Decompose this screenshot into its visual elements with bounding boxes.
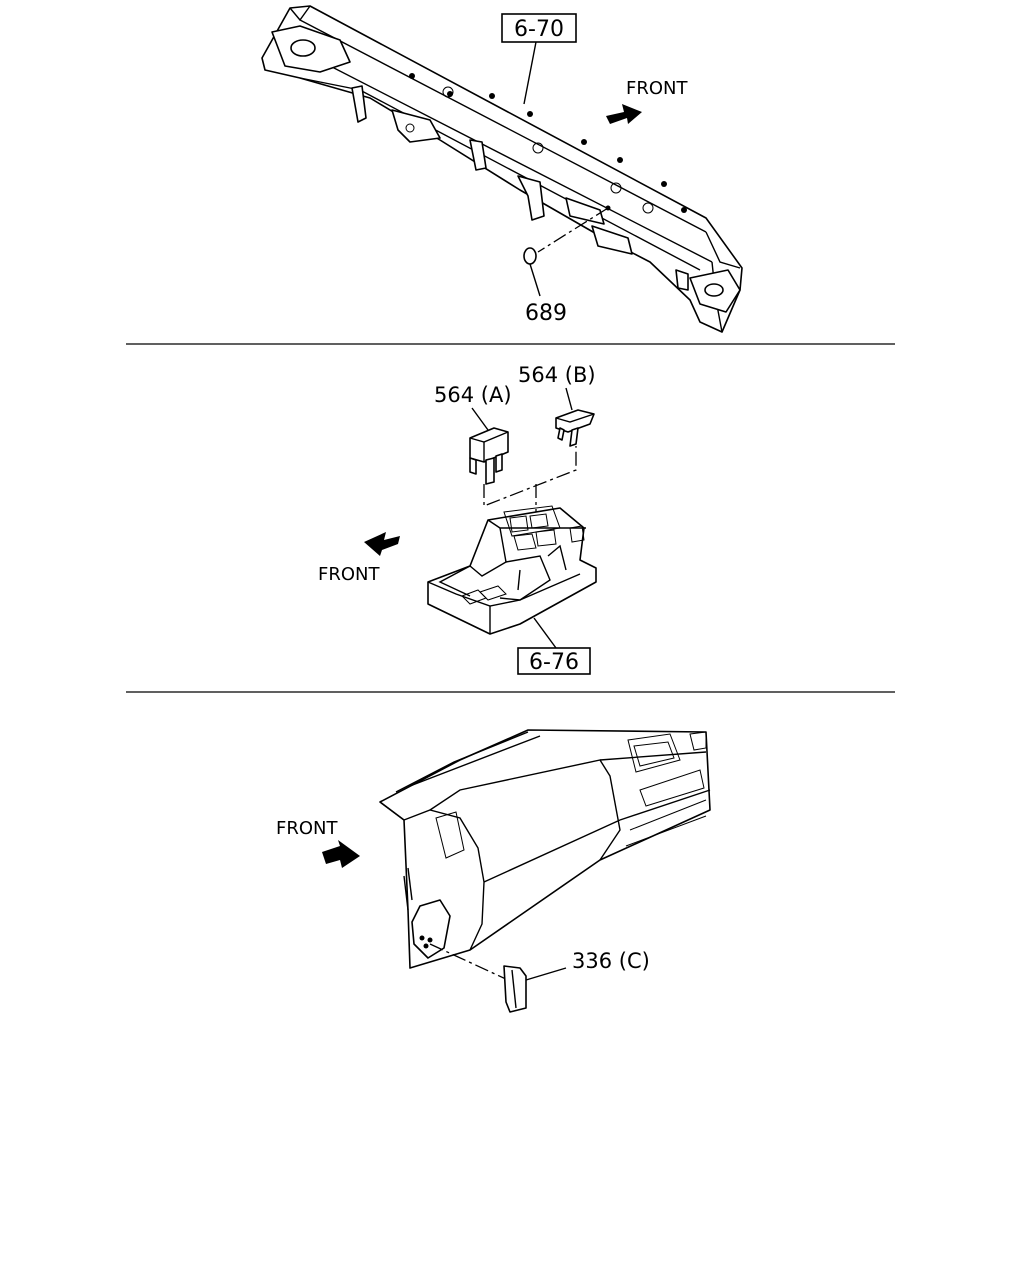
part-label-564a: 564 (A) <box>434 383 512 407</box>
arrow-left-icon <box>364 532 400 556</box>
front-arrow-1: FRONT <box>606 78 688 124</box>
front-label-1: FRONT <box>626 78 688 99</box>
front-label-3: FRONT <box>276 818 338 839</box>
panel-instrument-panel: FRONT 336 (C) <box>276 729 711 1013</box>
ref-box-6-76: 6-76 <box>517 617 591 675</box>
clip-564a <box>469 427 509 485</box>
arrow-left-icon <box>322 840 360 868</box>
part-689: 689 <box>523 207 609 326</box>
front-arrow-3: FRONT <box>276 818 360 868</box>
ref-code-6-76: 6-76 <box>529 650 579 675</box>
instrument-panel-drawing <box>379 729 711 969</box>
part-label-564b: 564 (B) <box>518 363 596 387</box>
front-label-2: FRONT <box>318 564 380 585</box>
part-label-689: 689 <box>525 301 567 326</box>
clip-564b <box>555 409 595 447</box>
panel-rear-crossmember: 6-70 FRONT 689 <box>261 5 743 333</box>
part-label-336c: 336 (C) <box>572 949 650 973</box>
part-336c: 336 (C) <box>429 943 650 1013</box>
ref-box-6-70: 6-70 <box>501 13 577 105</box>
arrow-right-icon <box>606 104 642 124</box>
crossmember-drawing <box>261 5 743 333</box>
console-drawing <box>427 505 597 635</box>
panel-console-box: 564 (B) 564 (A) <box>318 363 597 675</box>
front-arrow-2: FRONT <box>318 532 400 585</box>
ref-code-6-70: 6-70 <box>514 17 564 42</box>
